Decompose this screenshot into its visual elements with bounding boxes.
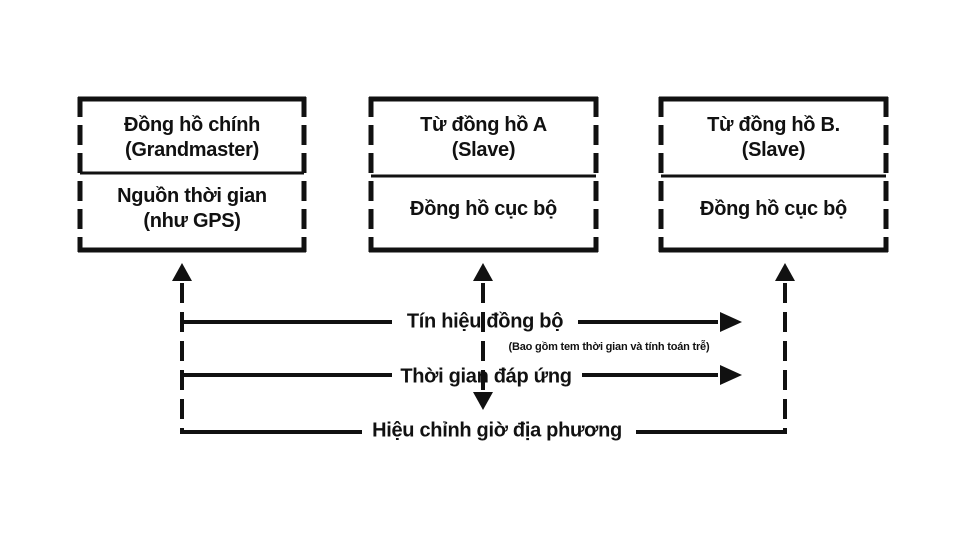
grandmaster-box: Đồng hồ chính (Grandmaster) Nguồn thời g… [80,99,304,250]
response-arrowhead [720,365,742,385]
slave-a-arrowhead-up [473,263,493,281]
local-correction-label: Hiệu chỉnh giờ địa phương [372,419,622,442]
slave-b-arrowhead [775,263,795,281]
box-1-outline [77,96,307,253]
slave-a-box: Từ đồng hồ A (Slave) Đồng hồ cục bộ [371,99,596,250]
box-3-outline [658,96,889,253]
slave-b-local-clock: Đồng hồ cục bộ [700,198,847,220]
time-source-label: Nguồn thời gian (như GPS) [117,185,267,232]
response-time-label: Thời gian đáp ứng [400,365,572,388]
sync-signal-label: Tín hiệu đồng bộ [406,310,564,333]
slave-a-local-clock: Đồng hồ cục bộ [410,198,557,220]
slave-a-arrowhead-down [473,392,493,410]
slave-b-title: Từ đồng hồ B. (Slave) [707,114,840,161]
box-2-outline [368,96,599,253]
grandmaster-arrowhead [172,263,192,281]
grandmaster-title: Đồng hồ chính (Grandmaster) [123,114,261,161]
sync-signal-note: (Bao gồm tem thời gian và tính toán trễ) [508,341,710,353]
slave-b-box: Từ đồng hồ B. (Slave) Đồng hồ cục bộ [661,99,886,250]
slave-a-title: Từ đồng hồ A (Slave) [420,114,547,161]
sync-arrowhead [720,312,742,332]
box-outlines [77,96,889,253]
